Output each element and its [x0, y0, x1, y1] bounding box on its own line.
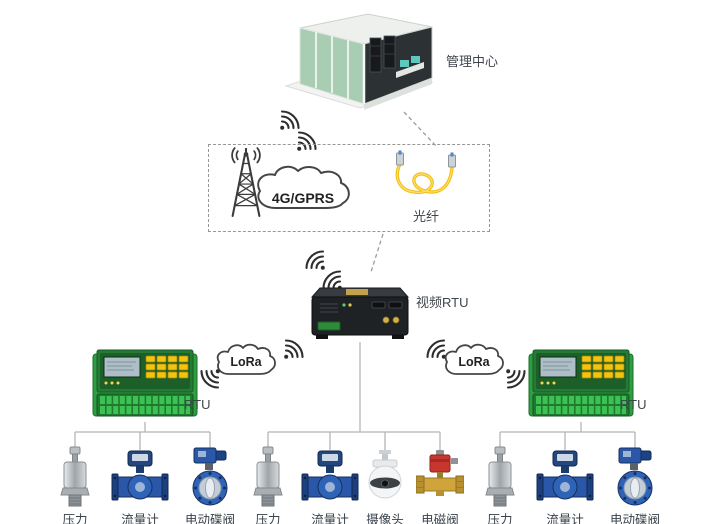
sensor-flow-meter-1: 流量计 — [104, 444, 176, 524]
lora-cloud-left-label: LoRa — [230, 355, 262, 369]
sensor-label: 压力 — [62, 513, 88, 524]
sensor-label: 摄像头 — [366, 513, 404, 524]
wifi-signal-icon — [283, 336, 307, 360]
rtu-left-label: RTU — [184, 397, 211, 412]
sensor-flow-meter-2: 流量计 — [294, 444, 366, 524]
management-center-label: 管理中心 — [446, 54, 499, 69]
lora-cloud-right: LoRa — [440, 342, 508, 382]
video-rtu-label: 视频RTU — [416, 295, 469, 310]
sensor-camera: 摄像头 — [349, 444, 421, 524]
sensor-flow-meter-3: 流量计 — [529, 444, 601, 524]
pressure-transmitter-icon — [482, 444, 518, 508]
sensor-butterfly-valve-2: 电动碟阀 — [599, 444, 671, 524]
fiber-cable-icon — [384, 150, 468, 204]
pressure-transmitter-icon — [57, 444, 93, 508]
rtu-right-label: RTU — [620, 397, 647, 412]
sensor-pressure-2: 压力 — [232, 444, 304, 524]
solenoid-valve-icon — [416, 444, 464, 508]
pressure-transmitter-icon — [250, 444, 286, 508]
wifi-signal-icon — [197, 368, 221, 392]
sensor-label: 流量计 — [121, 513, 159, 524]
comms-options-box — [208, 144, 490, 232]
network-cloud: 4G/GPRS — [250, 164, 356, 218]
dome-camera-icon — [362, 444, 408, 508]
wifi-signal-icon — [505, 368, 529, 392]
sensor-label: 流量计 — [311, 513, 349, 524]
network-cloud-label: 4G/GPRS — [271, 190, 335, 206]
sensor-label: 压力 — [487, 513, 513, 524]
fiber-label: 光纤 — [412, 209, 439, 224]
video-rtu-device — [308, 280, 412, 342]
sensor-solenoid-valve: 电磁阀 — [404, 444, 476, 524]
electric-butterfly-valve-icon — [609, 444, 661, 508]
lora-cloud-left: LoRa — [212, 342, 280, 382]
flow-meter-icon — [111, 444, 169, 508]
electric-butterfly-valve-icon — [184, 444, 236, 508]
sensor-label: 压力 — [255, 513, 281, 524]
flow-meter-icon — [536, 444, 594, 508]
management-center-illustration — [272, 12, 442, 116]
lora-cloud-right-label: LoRa — [458, 355, 490, 369]
rtu-device-right — [528, 348, 634, 422]
sensor-label: 电磁阀 — [421, 513, 459, 524]
sensor-pressure-1: 压力 — [39, 444, 111, 524]
sensor-label: 电动碟阀 — [609, 513, 660, 524]
rtu-device-left — [92, 348, 198, 422]
sensor-butterfly-valve-1: 电动碟阀 — [174, 444, 246, 524]
sensor-pressure-3: 压力 — [464, 444, 536, 524]
sensor-label: 电动碟阀 — [184, 513, 235, 524]
sensor-label: 流量计 — [546, 513, 584, 524]
